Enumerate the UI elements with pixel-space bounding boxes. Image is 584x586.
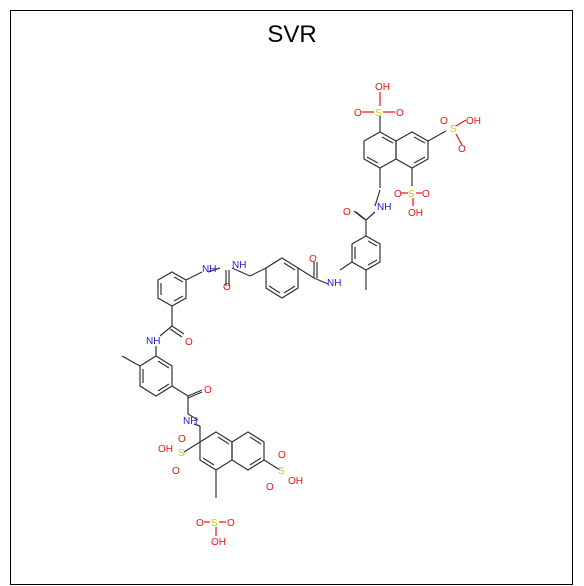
upper-naphthalene <box>363 116 447 188</box>
upper-sulfonate-right: O S OH O <box>440 116 481 155</box>
sulfur-label: S <box>375 108 382 119</box>
amide-nh-label-1: NH <box>377 202 391 213</box>
hydroxyl-label: OH <box>375 82 390 93</box>
urea-oxygen-label: O <box>223 282 231 293</box>
upper-benzamide-ring <box>339 189 381 290</box>
oxygen-label: O <box>178 434 186 445</box>
oxygen-label: O <box>458 144 466 155</box>
oxygen-label: O <box>172 466 180 477</box>
carbonyl-oxygen-label-1: O <box>343 207 351 218</box>
urea-nh-label-left: NH <box>202 264 216 275</box>
urea-linker <box>185 267 230 286</box>
figure-title: SVR <box>267 21 317 48</box>
sulfur-label: S <box>278 466 285 477</box>
oxygen-label: O <box>394 189 402 200</box>
oxygen-label: O <box>227 518 235 529</box>
hydroxyl-label: OH <box>408 208 423 219</box>
sulfur-label: S <box>450 124 457 135</box>
hydroxyl-label: OH <box>158 444 173 455</box>
oxygen-label: O <box>278 450 286 461</box>
lower-sulfonate-left: OH S O O <box>158 434 186 477</box>
oxygen-label: O <box>440 116 448 127</box>
carbonyl-oxygen-label-3: O <box>185 337 193 348</box>
oxygen-label: O <box>354 108 362 119</box>
hydroxyl-label: OH <box>211 537 226 548</box>
lower-sulfonate-bottom: O S O OH <box>196 518 235 548</box>
right-middle-phenyl <box>231 257 329 299</box>
hydroxyl-label: OH <box>288 476 303 487</box>
carbonyl-oxygen-label-4: O <box>204 385 212 396</box>
sulfur-label: S <box>408 189 415 200</box>
sulfur-label: S <box>178 448 185 459</box>
upper-sulfonate-bottom: O S O OH <box>394 189 430 219</box>
figure-frame <box>10 10 573 585</box>
amide-nh-label-2: NH <box>327 278 341 289</box>
oxygen-label: O <box>422 189 430 200</box>
oxygen-label: O <box>266 482 274 493</box>
upper-sulfonate-top: OH O S O <box>354 82 404 119</box>
oxygen-label: O <box>196 518 204 529</box>
sulfur-label: S <box>211 518 218 529</box>
oxygen-label: O <box>396 108 404 119</box>
lower-sulfonate-right: O S OH O <box>266 450 303 493</box>
lower-naphthalene <box>183 423 281 498</box>
amide-nh-label-4: NH <box>183 416 197 427</box>
amide-nh-label-3: NH <box>146 336 160 347</box>
left-middle-phenyl <box>157 271 187 338</box>
urea-nh-label-right: NH <box>232 260 246 271</box>
lower-benzamide-ring <box>121 346 203 421</box>
carbonyl-oxygen-label-2: O <box>309 254 317 265</box>
hydroxyl-label: OH <box>466 116 481 127</box>
